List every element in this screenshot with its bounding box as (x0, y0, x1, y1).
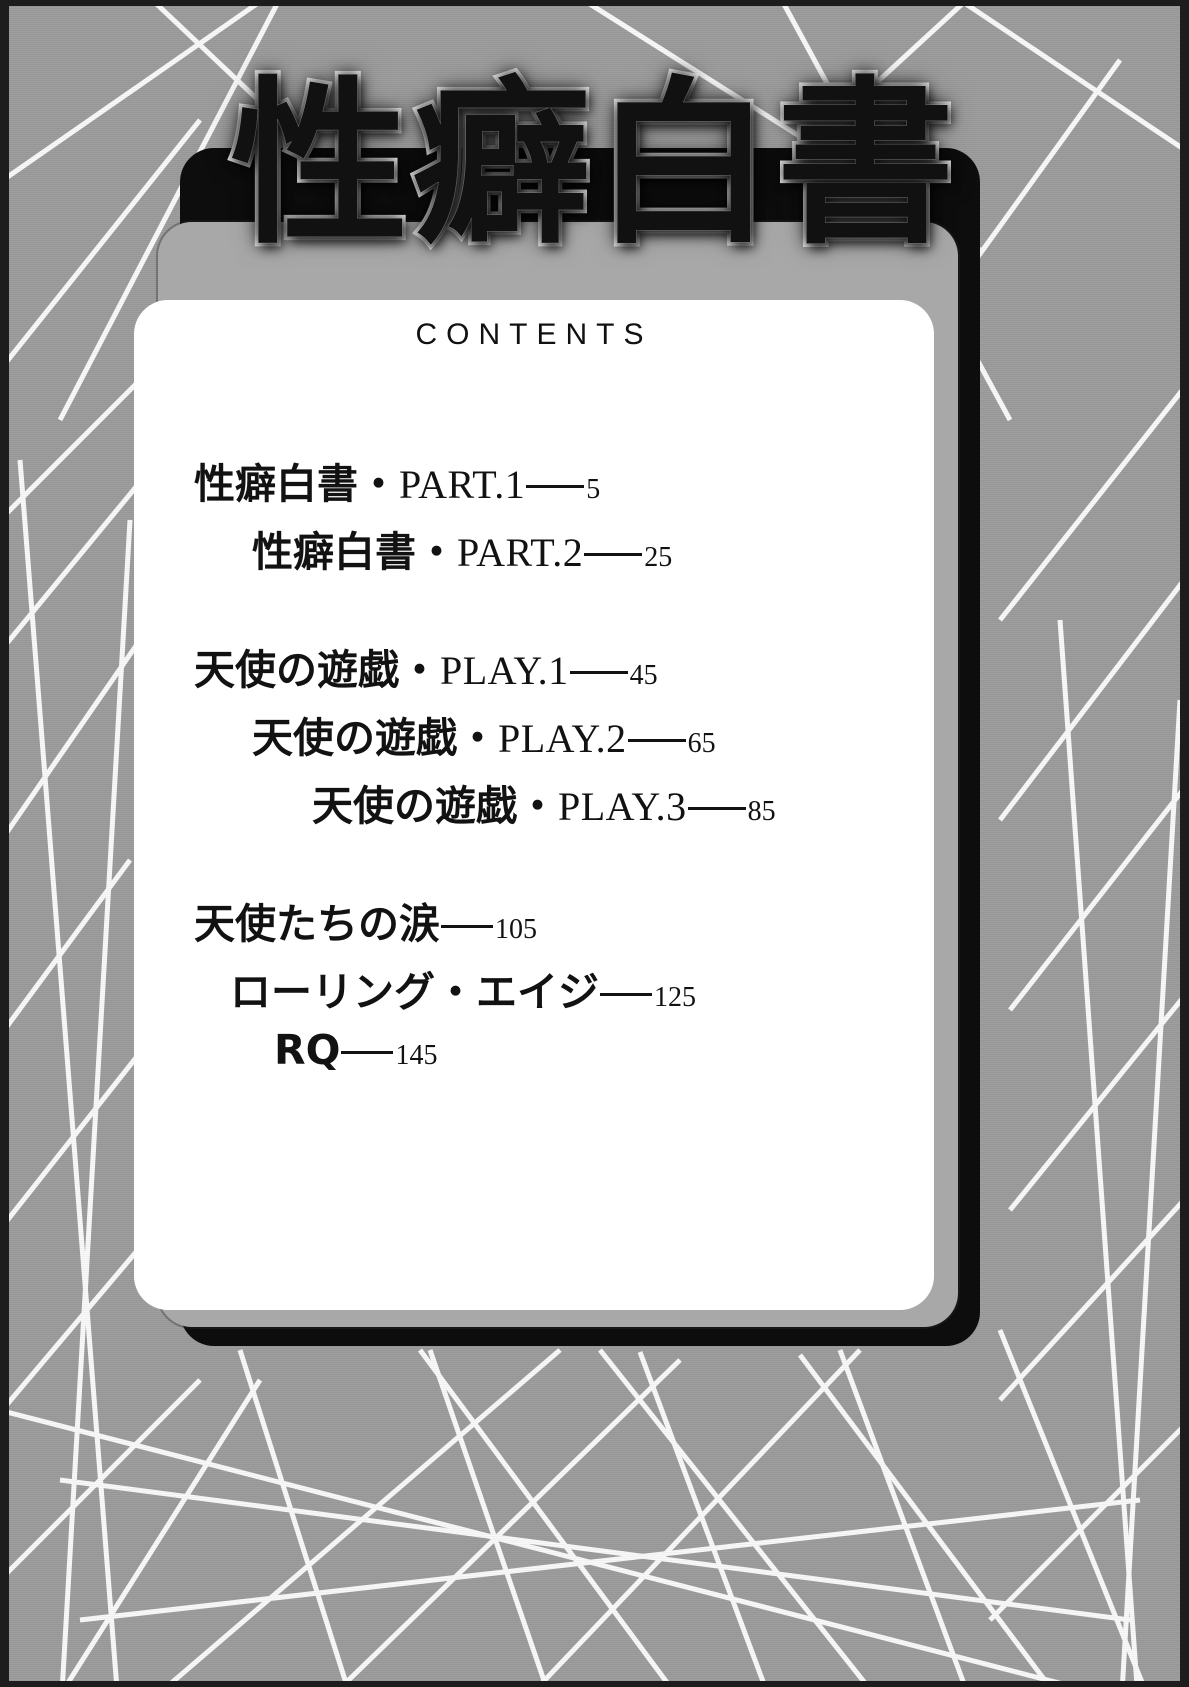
contents-heading: CONTENTS (415, 318, 653, 351)
toc-leader-dash (569, 671, 628, 674)
toc-leader-dash (600, 993, 652, 996)
toc-entry[interactable]: RQ 145 (134, 1026, 934, 1074)
toc-entry-part: PART.2 (457, 530, 584, 575)
toc-entry[interactable]: ローリング・エイジ 125 (134, 958, 934, 1018)
toc-entry-title: 天使の遊戯 (252, 714, 457, 762)
toc-entry-page: 45 (629, 660, 658, 691)
toc-entry-separator: ・ (399, 646, 440, 694)
toc-entry-part: PLAY.3 (558, 784, 687, 829)
toc-entry-page: 25 (644, 542, 673, 573)
toc-entry[interactable]: 性癖白書 ・ PART.2 25 (134, 518, 934, 578)
toc-entry-separator: ・ (358, 460, 399, 508)
toc-entry[interactable]: 天使たちの涙 105 (134, 890, 934, 950)
toc-entry-part: PART.1 (399, 462, 526, 507)
toc-entry-separator: ・ (517, 782, 558, 830)
toc-entry[interactable]: 天使の遊戯 ・ PLAY.3 85 (134, 772, 934, 832)
table-of-contents: 性癖白書 ・ PART.1 5 性癖白書 ・ PART.2 25 天使の遊戯 ・… (134, 450, 934, 1074)
toc-entry-page: 5 (586, 474, 601, 505)
toc-leader-dash (584, 553, 643, 556)
toc-entry-title: 天使たちの涙 (194, 900, 440, 948)
card-front-white (134, 300, 934, 1310)
toc-entry-page: 105 (495, 914, 537, 945)
toc-entry-page: 65 (687, 728, 716, 759)
toc-entry-separator: ・ (457, 714, 498, 762)
toc-entry-title: 天使の遊戯 (312, 782, 517, 830)
toc-group: 天使たちの涙 105 ローリング・エイジ 125 RQ 145 (134, 890, 934, 1074)
toc-entry[interactable]: 天使の遊戯 ・ PLAY.1 45 (134, 636, 934, 696)
toc-leader-dash (441, 925, 493, 928)
toc-entry-page: 85 (747, 796, 776, 827)
toc-leader-dash (341, 1051, 394, 1054)
toc-entry-part: PLAY.1 (440, 648, 569, 693)
toc-leader-dash (526, 485, 585, 488)
toc-entry-page: 145 (395, 1040, 438, 1071)
toc-entry-title: ローリング・エイジ (230, 968, 599, 1016)
toc-group: 天使の遊戯 ・ PLAY.1 45 天使の遊戯 ・ PLAY.2 65 天使の遊… (134, 636, 934, 832)
toc-entry[interactable]: 天使の遊戯 ・ PLAY.2 65 (134, 704, 934, 764)
toc-entry-separator: ・ (416, 528, 457, 576)
toc-entry[interactable]: 性癖白書 ・ PART.1 5 (134, 450, 934, 510)
toc-leader-dash (627, 739, 686, 742)
toc-entry-title: 天使の遊戯 (194, 646, 399, 694)
toc-leader-dash (687, 807, 746, 810)
toc-entry-title: 性癖白書 (252, 528, 416, 576)
toc-entry-title: 性癖白書 (194, 460, 358, 508)
toc-group: 性癖白書 ・ PART.1 5 性癖白書 ・ PART.2 25 (134, 450, 934, 578)
toc-entry-part: PLAY.2 (498, 716, 627, 761)
toc-entry-title: RQ (274, 1026, 341, 1074)
toc-entry-page: 125 (654, 982, 696, 1013)
